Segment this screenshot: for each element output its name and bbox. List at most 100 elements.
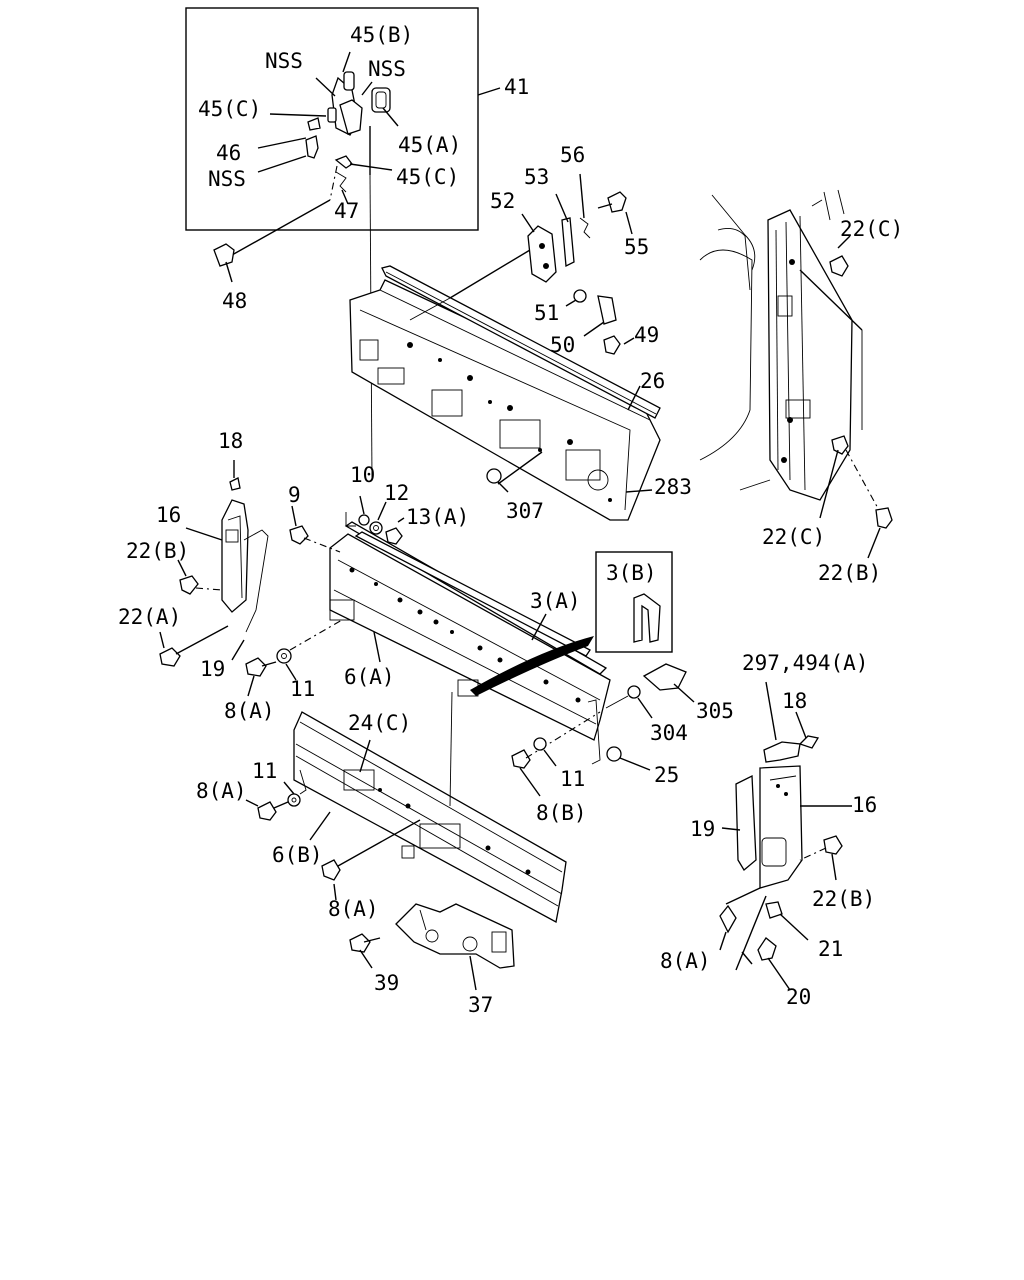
callout-16-left: 16	[156, 503, 181, 527]
washer-11-1	[276, 648, 292, 664]
callout-52: 52	[490, 189, 515, 213]
callout-8a-4: 8(A)	[660, 949, 711, 973]
bolt-8a-4	[719, 904, 737, 934]
nut-51	[573, 289, 587, 303]
nut-13a	[385, 527, 403, 545]
inset-box	[185, 7, 479, 231]
callout-41: 41	[504, 75, 529, 99]
bolt-8a-1	[245, 657, 267, 677]
bolt-48	[213, 243, 235, 283]
callout-12: 12	[384, 481, 409, 505]
clip-18-right	[798, 735, 820, 749]
callout-21: 21	[818, 937, 843, 961]
callout-53: 53	[524, 165, 549, 189]
callout-22b-left: 22(B)	[126, 539, 189, 563]
callout-18-right: 18	[782, 689, 807, 713]
callout-297-494a: 297,494(A)	[742, 651, 868, 675]
callout-16-right: 16	[852, 793, 877, 817]
callout-19-right: 19	[690, 817, 715, 841]
callout-11-1: 11	[290, 677, 315, 701]
callout-37: 37	[468, 993, 493, 1017]
callout-49: 49	[634, 323, 659, 347]
washer-12	[369, 521, 383, 535]
lock-striker-37	[395, 903, 515, 969]
callout-nss-3: NSS	[208, 167, 246, 191]
callout-19-left: 19	[200, 657, 225, 681]
callout-45a: 45(A)	[398, 133, 461, 157]
clip-3b	[633, 593, 661, 643]
callout-9: 9	[288, 483, 301, 507]
bolt-9	[289, 525, 309, 545]
leader-3b	[470, 636, 594, 696]
callout-50: 50	[550, 333, 575, 357]
callout-nss-2: NSS	[368, 57, 406, 81]
callout-3a: 3(A)	[530, 589, 581, 613]
weatherstrip-3a	[354, 531, 591, 657]
bolt-8a-3	[321, 859, 341, 881]
callout-10: 10	[350, 463, 375, 487]
callout-8a-1: 8(A)	[224, 699, 275, 723]
clip-25	[606, 746, 622, 762]
inset-3b	[595, 551, 673, 653]
callout-56: 56	[560, 143, 585, 167]
left-pillar-trim	[221, 499, 269, 633]
callout-24c: 24(C)	[348, 711, 411, 735]
callout-39: 39	[374, 971, 399, 995]
hinge-bracket-part	[305, 71, 391, 193]
callout-6a: 6(A)	[344, 665, 395, 689]
callout-8b: 8(B)	[536, 801, 587, 825]
screw-22c-top	[829, 255, 849, 277]
bolt-8b	[511, 749, 531, 769]
bolt-39	[349, 933, 381, 953]
callout-22b-right2: 22(B)	[812, 887, 875, 911]
callout-11-3: 11	[560, 767, 585, 791]
washer-304	[627, 685, 641, 699]
latch-52	[527, 225, 557, 283]
seal-297	[763, 741, 801, 763]
callout-6b: 6(B)	[272, 843, 323, 867]
washer-10	[358, 514, 370, 526]
washer-11-3	[533, 737, 547, 751]
cab-side-pillar	[699, 189, 853, 501]
screw-22c-bottom	[831, 435, 849, 455]
callout-283: 283	[654, 475, 692, 499]
callout-45b: 45(B)	[350, 23, 413, 47]
washer-11-2	[287, 793, 301, 807]
callout-51: 51	[534, 301, 559, 325]
callout-307: 307	[506, 499, 544, 523]
screw-55	[597, 191, 627, 213]
callout-305: 305	[696, 699, 734, 723]
callout-45c-1: 45(C)	[198, 97, 261, 121]
callout-8a-2: 8(A)	[196, 779, 247, 803]
callout-47: 47	[334, 199, 359, 223]
bolt-22b-left	[179, 575, 199, 595]
callout-nss-1: NSS	[265, 49, 303, 73]
bolt-8a-2	[257, 801, 277, 821]
callout-22b-right: 22(B)	[818, 561, 881, 585]
bracket-50	[597, 295, 617, 325]
screw-22b-right	[875, 507, 893, 529]
bolt-22a	[159, 647, 181, 667]
callout-48: 48	[222, 289, 247, 313]
callout-22c-1: 22(C)	[840, 217, 903, 241]
callout-46: 46	[216, 141, 241, 165]
callout-55: 55	[624, 235, 649, 259]
upper-back-panel	[349, 265, 661, 521]
nut-307	[486, 468, 502, 484]
callout-22c-2: 22(C)	[762, 525, 825, 549]
callout-8a-3: 8(A)	[328, 897, 379, 921]
strip-53	[561, 217, 575, 268]
clip-18-left	[229, 477, 241, 491]
callout-45c-2: 45(C)	[396, 165, 459, 189]
bolt-49	[603, 335, 621, 355]
callout-304: 304	[650, 721, 688, 745]
callout-25: 25	[654, 763, 679, 787]
callout-22a: 22(A)	[118, 605, 181, 629]
callout-3b: 3(B)	[606, 561, 657, 585]
callout-13a: 13(A)	[406, 505, 469, 529]
bracket-305	[642, 663, 687, 691]
callout-11-2: 11	[252, 759, 277, 783]
bolt-22b-right2	[823, 835, 843, 855]
